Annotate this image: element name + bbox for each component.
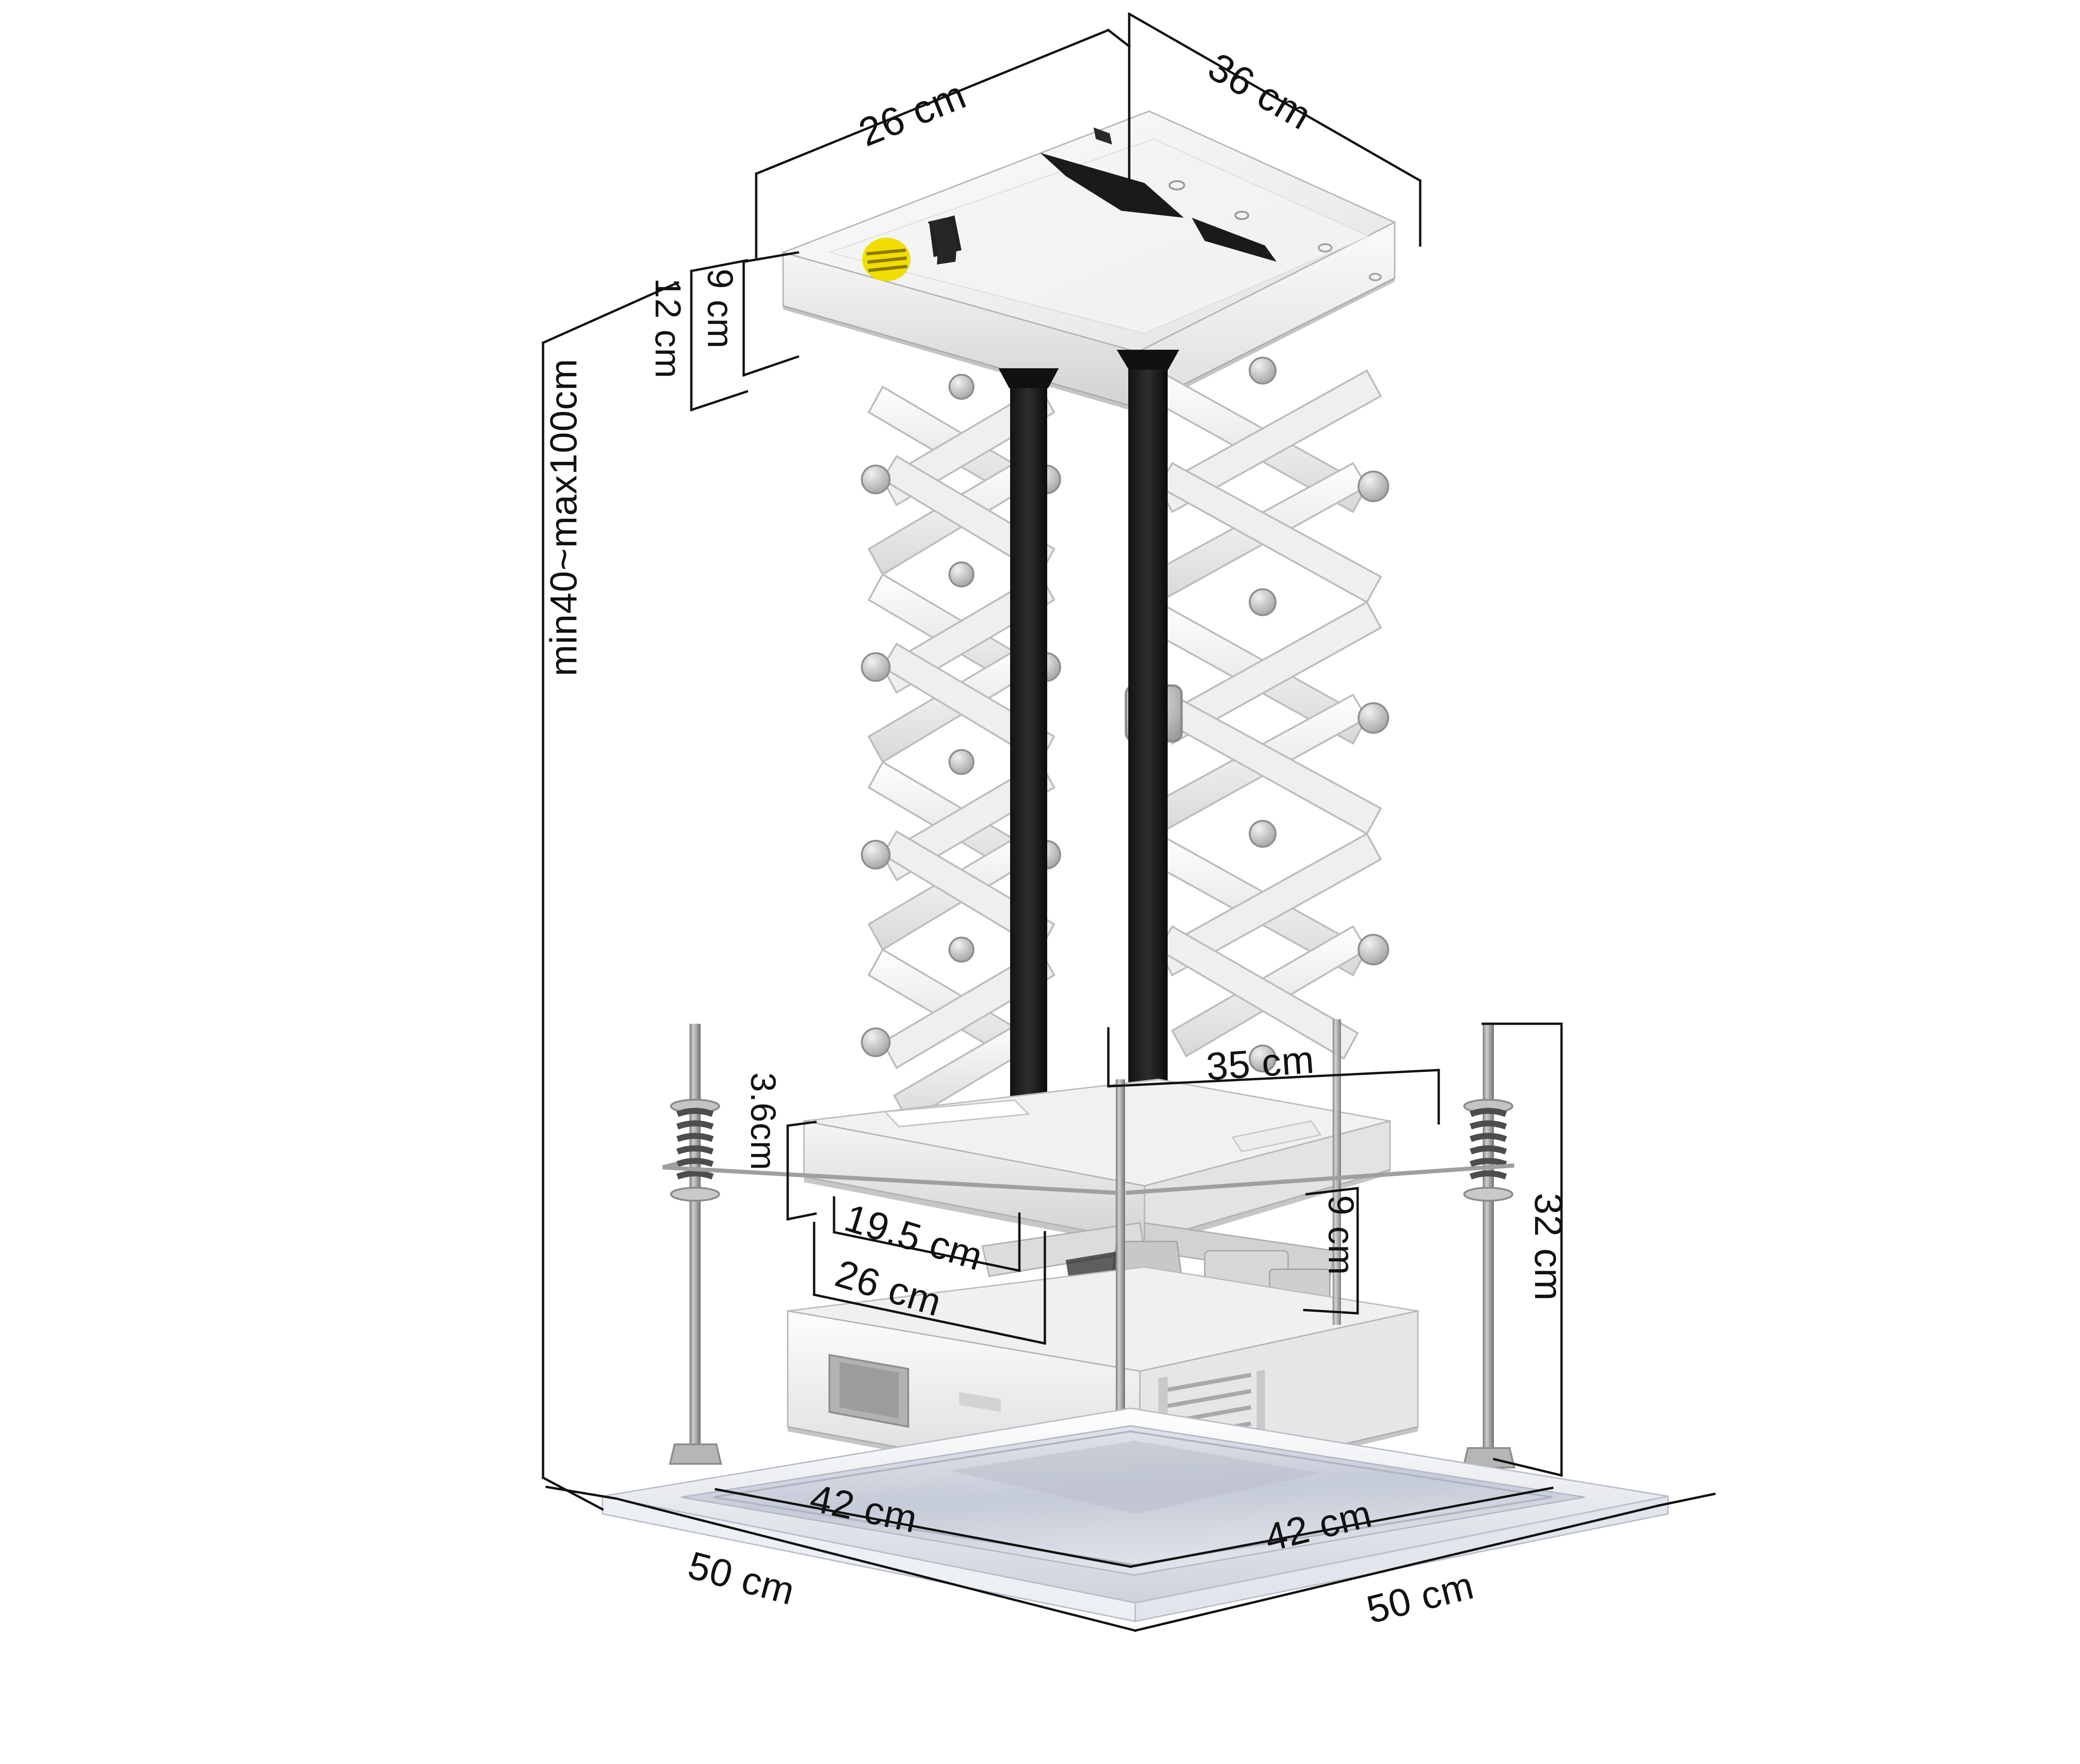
scissor-lift-mechanism xyxy=(861,357,1389,1122)
dimline-top-depth xyxy=(754,28,1131,258)
projector-lens-icon xyxy=(828,1354,909,1428)
dim-label-rod-length: 32 cm xyxy=(1527,1193,1570,1301)
drop-rod-right xyxy=(1462,1024,1516,1468)
dimline-bracket-span xyxy=(833,1196,1021,1272)
dimline-panel-outer-left xyxy=(545,1486,1137,1632)
dimline-panel-inner-right xyxy=(1129,1487,1554,1568)
dim-label-travel-range: min40~max100cm xyxy=(543,358,585,676)
dimline-housing-inner xyxy=(742,251,800,377)
dimline-rod-length xyxy=(1481,1022,1563,1477)
dimline-housing-outer xyxy=(689,259,749,412)
dimline-plate-width xyxy=(1107,1027,1440,1125)
dimline-panel-outer-right xyxy=(1133,1493,1716,1632)
dim-label-plate-width: 35 cm xyxy=(1205,1037,1316,1089)
dim-label-plate-thickness: 3.6cm xyxy=(743,1072,783,1171)
dim-label-housing-outer-height: 12 cm xyxy=(648,278,689,379)
drop-rod-left xyxy=(669,1024,722,1465)
dimline-bracket-drop xyxy=(1303,1187,1359,1315)
dimline-travel-range xyxy=(541,281,680,1511)
guide-rails xyxy=(999,350,1179,1130)
dimline-top-width xyxy=(1127,12,1422,247)
dimline-bracket-depth xyxy=(813,1222,1046,1345)
warning-label-icon xyxy=(862,238,910,281)
dimline-plate-thickness xyxy=(786,1121,817,1221)
dim-label-bracket-drop: 9 cm xyxy=(1321,1195,1362,1276)
dimline-panel-inner-left xyxy=(714,1488,1132,1568)
dim-label-housing-inner-height: 9 cm xyxy=(700,269,741,349)
ceiling-panel xyxy=(601,1407,1669,1622)
drop-rod-rear xyxy=(1333,1019,1341,1325)
